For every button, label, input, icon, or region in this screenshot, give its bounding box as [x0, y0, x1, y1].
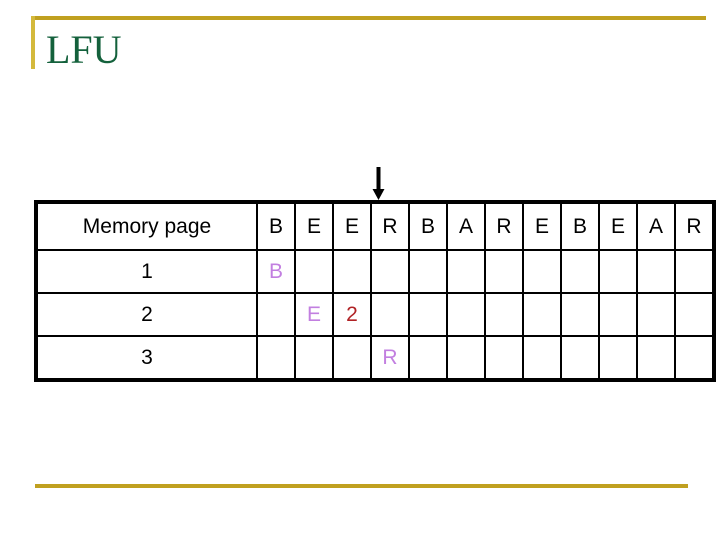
reference-string-header-cell: A [636, 200, 676, 251]
reference-string-header-cell: E [294, 200, 334, 251]
frame-cell [294, 335, 334, 382]
down-arrow-icon [372, 167, 385, 200]
reference-string-header-cell: R [370, 200, 410, 251]
frame-cell [484, 292, 524, 337]
frame-cell [370, 292, 410, 337]
frame-cell [636, 249, 676, 294]
frame-row-label: 2 [34, 292, 258, 337]
reference-string-header-cell: A [446, 200, 486, 251]
frame-cell [674, 292, 716, 337]
reference-string-header-cell: E [332, 200, 372, 251]
slide-accent-rule-top [31, 16, 706, 20]
reference-string-header-cell: E [522, 200, 562, 251]
reference-string-header-cell: R [484, 200, 524, 251]
frame-row-label: 3 [34, 335, 258, 382]
frame-row-label: 1 [34, 249, 258, 294]
frame-cell [484, 249, 524, 294]
frame-cell [560, 249, 600, 294]
frame-cell: R [370, 335, 410, 382]
slide-accent-rule-left [31, 16, 35, 69]
frame-cell [408, 335, 448, 382]
frame-cell [332, 249, 372, 294]
reference-string-header-cell: B [256, 200, 296, 251]
frame-cell [522, 335, 562, 382]
reference-string-header-cell: B [408, 200, 448, 251]
frame-cell: E [294, 292, 334, 337]
frame-cell [674, 249, 716, 294]
frame-cell: B [256, 249, 296, 294]
frame-cell [636, 335, 676, 382]
frame-cell [332, 335, 372, 382]
frame-cell [560, 292, 600, 337]
reference-string-header-cell: B [560, 200, 600, 251]
frame-cell [408, 249, 448, 294]
frame-cell [484, 335, 524, 382]
reference-string-header-cell: R [674, 200, 716, 251]
frame-cell [522, 292, 562, 337]
frame-cell [598, 249, 638, 294]
frame-cell [446, 292, 486, 337]
frame-cell [674, 335, 716, 382]
memory-page-label-header: Memory page [34, 200, 258, 251]
frame-cell [256, 335, 296, 382]
frame-cell [446, 249, 486, 294]
frame-cell [636, 292, 676, 337]
frame-cell [598, 335, 638, 382]
frame-cell [560, 335, 600, 382]
frame-cell: 2 [332, 292, 372, 337]
frame-cell [256, 292, 296, 337]
frame-cell [408, 292, 448, 337]
slide-accent-rule-bottom [35, 484, 688, 488]
frame-cell [446, 335, 486, 382]
frame-cell [294, 249, 334, 294]
frame-cell [522, 249, 562, 294]
frame-cell [370, 249, 410, 294]
page-title: LFU [46, 27, 122, 72]
frame-cell [598, 292, 638, 337]
reference-string-header-cell: E [598, 200, 638, 251]
